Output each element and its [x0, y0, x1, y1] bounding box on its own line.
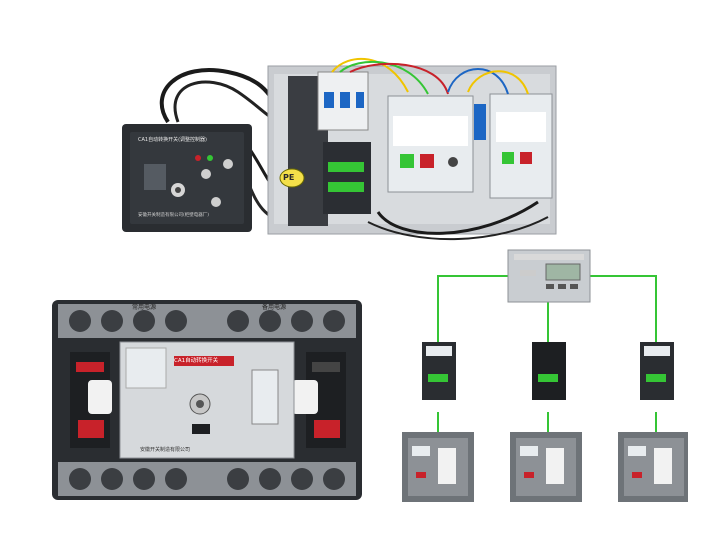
- controller-panel-title: CA1自动转换开关(调整控制器): [138, 137, 207, 143]
- breaker-module-name: CA1自动转换开关: [174, 358, 219, 364]
- network-lines: [437, 275, 657, 432]
- acb-right: [618, 432, 688, 502]
- network-graphic: [402, 249, 688, 502]
- acb-left: [402, 432, 474, 502]
- top-assembly: CA1自动转换开关(调整控制器) 安徽开关制造有限公司(柜壁电器厂) PE: [118, 52, 558, 247]
- breaker-maker: 安徽开关制造有限公司: [140, 447, 191, 453]
- controller-right: [640, 342, 674, 400]
- controller-panel-maker: 安徽开关制造有限公司(柜壁电器厂): [138, 213, 210, 218]
- ats-breaker: 常用电源 备用电源 CA1自动转换开关 安徽开关制造有限公司: [52, 300, 362, 500]
- controller-center: [532, 342, 566, 400]
- master-controller: [507, 249, 591, 303]
- breaker-label-left: 常用电源: [132, 304, 157, 311]
- top-assembly-graphic: [122, 58, 557, 241]
- acb-center: [510, 432, 582, 502]
- pe-label: PE: [283, 173, 295, 182]
- breaker-label-right: 备用电源: [262, 304, 287, 311]
- ats-breaker-graphic: [52, 300, 362, 500]
- network-diagram: [398, 242, 688, 510]
- controller-left: [422, 342, 456, 400]
